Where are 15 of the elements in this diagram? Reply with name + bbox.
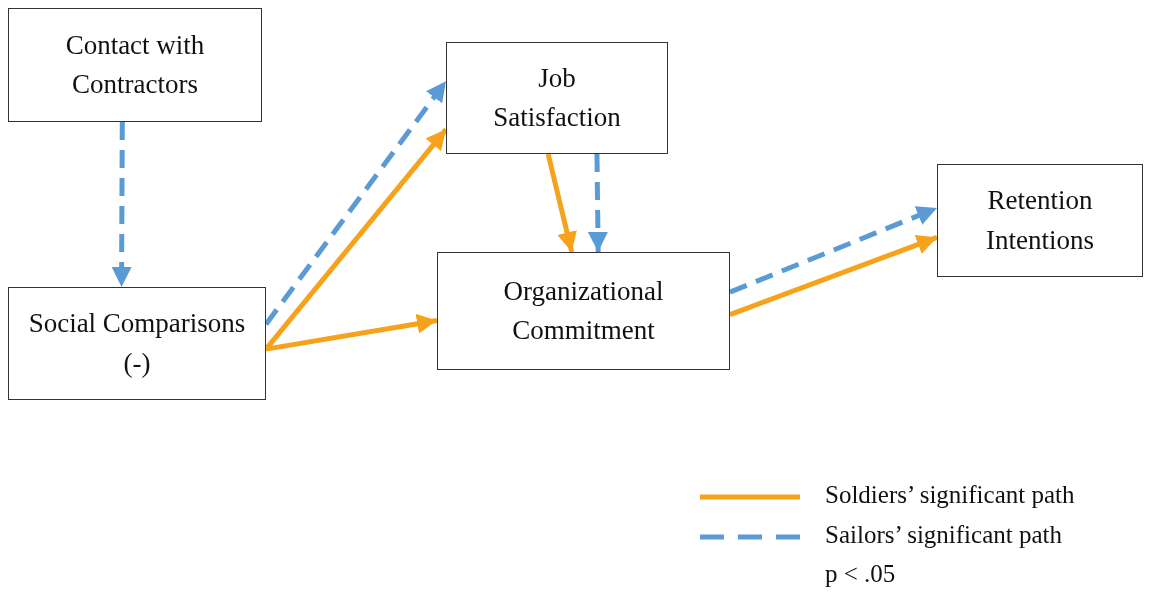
significance-note: p < .05 (825, 560, 896, 588)
arrow (729, 205, 938, 295)
arrow (111, 122, 132, 287)
arrow (545, 153, 577, 253)
legend-text: Soldiers’ significant path (825, 481, 1075, 509)
variable-box: Retention Intentions (937, 164, 1143, 277)
variable-box: Contact with Contractors (8, 8, 262, 122)
arrow (587, 153, 608, 253)
variable-box: Job Satisfaction (446, 42, 668, 154)
variable-box: Organizational Commitment (437, 252, 730, 370)
legend-text: Sailors’ significant path (825, 521, 1062, 549)
arrow (729, 235, 938, 317)
arrow (264, 79, 448, 326)
variable-box: Social Comparisons (-) (8, 287, 266, 400)
arrow (265, 313, 438, 352)
